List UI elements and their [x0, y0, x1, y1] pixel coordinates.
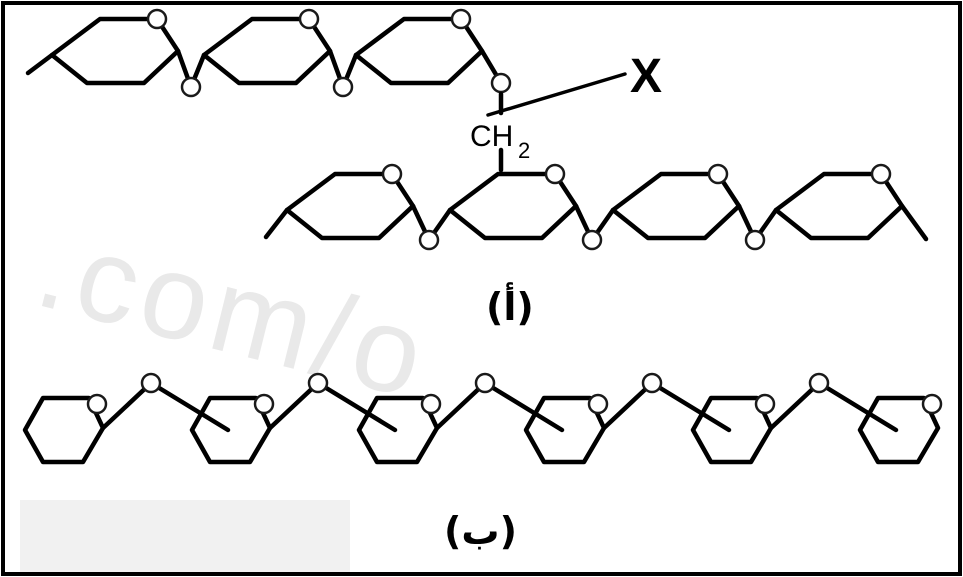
chain-b-bond-1a	[100, 380, 154, 431]
chain-b-glycosidic-oxygen-4	[641, 372, 663, 394]
chain-b-5-ring-oxygen	[754, 393, 776, 415]
chain-a-top-3-ring-oxygen	[450, 8, 472, 30]
chain-b-4-ring-oxygen	[587, 393, 609, 415]
chain-a-top-1-ring-oxygen	[146, 8, 168, 30]
chain-b-glycosidic-oxygen-3	[474, 372, 496, 394]
label-ch: CH	[470, 120, 513, 153]
chain-a-branch-oxygen	[490, 72, 512, 94]
caption-b: (ب)	[444, 509, 517, 553]
chain-a-bottom-2-ring-oxygen	[544, 163, 566, 185]
chain-a-bottom-right-end-bond	[899, 203, 929, 242]
chain-a-top-glycosidic-oxygen-2	[332, 76, 354, 98]
label-x: X	[630, 50, 662, 103]
chain-b-glycosidic-oxygen-1	[140, 372, 162, 394]
chain-a-bottom-4-ring-oxygen	[870, 163, 892, 185]
chain-a-top-end-bond	[25, 52, 55, 76]
watermark: .com/o	[20, 199, 442, 575]
chain-a-bottom-1-ring-oxygen	[381, 163, 403, 185]
chain-b-6-ring-oxygen	[921, 393, 943, 415]
chain-b-bond-3b	[482, 380, 565, 433]
watermark-text: .com/o	[25, 199, 442, 425]
chain-b-glycosidic-oxygen-2	[307, 372, 329, 394]
label-ch2: CH 2	[470, 120, 530, 163]
chain-b-glycosidic-oxygen-5	[808, 372, 830, 394]
molecule-layer	[22, 8, 943, 465]
chain-a-bottom-3-ring-oxygen	[707, 163, 729, 185]
label-ch-subscript: 2	[518, 138, 530, 163]
watermark-box	[20, 500, 350, 575]
chain-b-3-ring-oxygen	[420, 393, 442, 415]
chain-a-bottom-glycosidic-oxygen-1	[418, 229, 440, 251]
chain-a-bottom-glycosidic-oxygen-3	[744, 229, 766, 251]
chain-b-2-ring-oxygen	[253, 393, 275, 415]
chain-b-bond-2a	[267, 380, 321, 431]
chain-a-bottom-left-end-bond	[263, 207, 290, 240]
chain-a-top-2-ring-oxygen	[298, 8, 320, 30]
chain-b-bond-2b	[315, 380, 398, 433]
chain-b-bond-3a	[434, 380, 488, 431]
chain-b-1-ring-oxygen	[86, 393, 108, 415]
chain-b-bond-4b	[649, 380, 732, 433]
pointer-line	[486, 72, 627, 117]
chain-b-bond-5a	[768, 380, 822, 431]
caption-a: (أ)	[486, 282, 534, 329]
chain-a-top-glycosidic-oxygen-1	[180, 76, 202, 98]
chain-a-bottom-glycosidic-oxygen-2	[581, 229, 603, 251]
chain-b-bond-1b	[148, 380, 231, 433]
chain-b-bond-4a	[601, 380, 655, 431]
chain-b-bond-5b	[816, 380, 899, 433]
